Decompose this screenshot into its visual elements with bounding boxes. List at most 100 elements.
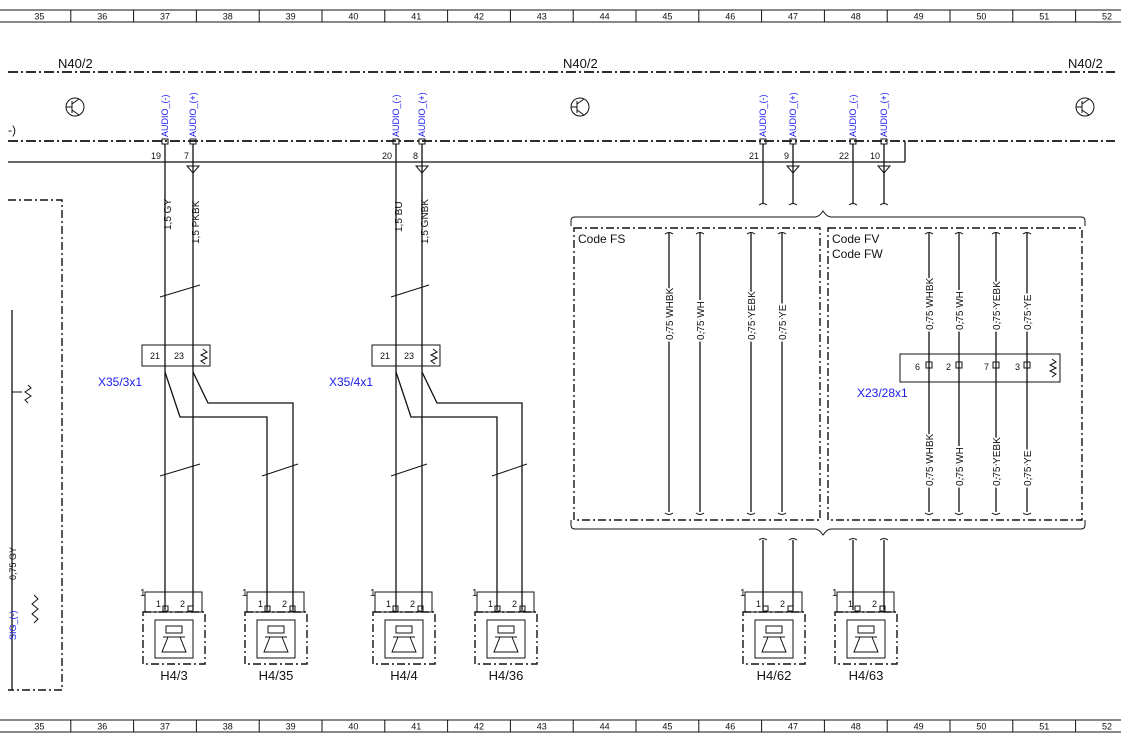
pin-signal-label: AUDIO_(-) <box>758 94 768 137</box>
speaker-icon <box>493 625 519 653</box>
speaker-label: H4/62 <box>757 668 792 683</box>
speaker-pin: 1 <box>488 599 493 609</box>
ruler-number: 39 <box>286 12 296 22</box>
ruler-number: 37 <box>160 12 170 22</box>
ruler-number: 38 <box>223 722 233 732</box>
module-pin: AUDIO_(-) 21 <box>749 94 768 162</box>
ruler-number: 38 <box>223 12 233 22</box>
pin-number: 8 <box>413 151 418 161</box>
ruler-number: 50 <box>976 722 986 732</box>
connector-pin: 2 <box>946 362 951 372</box>
module-pin: AUDIO_(-) 19 <box>151 94 170 162</box>
speaker-ref: 1 <box>740 588 746 599</box>
module-pin: AUDIO_(+)10 <box>870 92 889 162</box>
pin-number: 20 <box>382 151 392 161</box>
ruler-number: 49 <box>914 722 924 732</box>
bus-left-fragment: -) <box>8 123 16 137</box>
code-label: Code FW <box>832 247 883 261</box>
ruler-number: 35 <box>34 722 44 732</box>
ruler-number: 43 <box>537 12 547 22</box>
ruler-number: 39 <box>286 722 296 732</box>
wire-label: 0,75 YE <box>1023 450 1034 486</box>
pin-number: 7 <box>184 151 189 161</box>
wire-label: 1,5 GNBK <box>420 199 431 244</box>
ruler-number: 52 <box>1102 722 1112 732</box>
speaker-label: H4/3 <box>160 668 187 683</box>
signal-label: SIG_(-) <box>8 610 18 640</box>
pin-number: 9 <box>784 151 789 161</box>
speaker-label: H4/63 <box>849 668 884 683</box>
connector-label: X35/4x1 <box>329 375 373 389</box>
speaker-pin: 2 <box>410 599 415 609</box>
ruler-number: 36 <box>97 12 107 22</box>
pin-signal-label: AUDIO_(+) <box>417 92 427 137</box>
speaker-ref: 1 <box>370 588 376 599</box>
pin-number: 19 <box>151 151 161 161</box>
module-pin: AUDIO_(+) 8 <box>413 92 427 162</box>
pin-number: 22 <box>839 151 849 161</box>
pin-signal-label: AUDIO_(+) <box>188 92 198 137</box>
ruler-number: 40 <box>348 12 358 22</box>
speaker-pin: 1 <box>258 599 263 609</box>
module-label: N40/2 <box>563 56 598 71</box>
ruler-number: 42 <box>474 12 484 22</box>
speaker-pin: 2 <box>512 599 517 609</box>
speaker-pin: 2 <box>282 599 287 609</box>
ruler-number: 51 <box>1039 722 1049 732</box>
speaker-label: H4/4 <box>390 668 417 683</box>
speaker-icon <box>761 625 787 653</box>
wire-label: 0,75 WHBK <box>925 277 936 330</box>
speaker-pin: 1 <box>386 599 391 609</box>
ruler-number: 46 <box>725 12 735 22</box>
speaker-pin: 1 <box>756 599 761 609</box>
wire-label: 0,75 WHBK <box>925 433 936 486</box>
speaker-ref: 1 <box>472 588 478 599</box>
transistor-icon <box>570 97 590 117</box>
wire-label: 0,75 WH <box>955 291 966 330</box>
pin-signal-label: AUDIO_(-) <box>160 94 170 137</box>
module-pin: AUDIO_(+)9 <box>784 92 798 162</box>
ruler-number: 48 <box>851 12 861 22</box>
ruler-number: 43 <box>537 722 547 732</box>
connector-pin: 23 <box>174 351 184 361</box>
wire-label: 0,75 YE <box>1023 294 1034 330</box>
module-n40-2: N40/2 N40/2 N40/2 -) <box>8 56 1115 163</box>
connector-pin: 6 <box>915 362 920 372</box>
ruler-number: 47 <box>788 12 798 22</box>
transistor-icon <box>1075 97 1095 117</box>
connector-label: X35/3x1 <box>98 375 142 389</box>
speaker-pin: 1 <box>156 599 161 609</box>
pin-signal-label: AUDIO_(-) <box>391 94 401 137</box>
connector-pin: 21 <box>380 351 390 361</box>
connector-pin: 3 <box>1015 362 1020 372</box>
speaker-h4-4: 11 2H4/4 <box>370 588 436 683</box>
ruler-number: 40 <box>348 722 358 732</box>
connector-pin: 7 <box>984 362 989 372</box>
module-label: N40/2 <box>58 56 93 71</box>
wire-label: 0,75 GY <box>8 547 18 580</box>
speaker-ref: 1 <box>832 588 838 599</box>
ruler-number: 52 <box>1102 12 1112 22</box>
connector-pin: 23 <box>404 351 414 361</box>
code-label: Code FS <box>578 232 625 246</box>
ruler-number: 46 <box>725 722 735 732</box>
ruler-number: 47 <box>788 722 798 732</box>
wire-label: 0,75 YEBK <box>992 437 1003 486</box>
module-pin: AUDIO_(-) 20 <box>382 94 401 162</box>
pin-number: 21 <box>749 151 759 161</box>
ruler-number: 37 <box>160 722 170 732</box>
connector-label: X23/28x1 <box>857 386 908 400</box>
wire-label: 0,75 WH <box>955 447 966 486</box>
transistor-icon <box>65 97 85 117</box>
wire-label: 0,75 WH <box>696 301 707 340</box>
speaker-icon <box>263 625 289 653</box>
wire-label: 1,5 PKBK <box>191 200 202 244</box>
speaker-label: H4/35 <box>259 668 294 683</box>
